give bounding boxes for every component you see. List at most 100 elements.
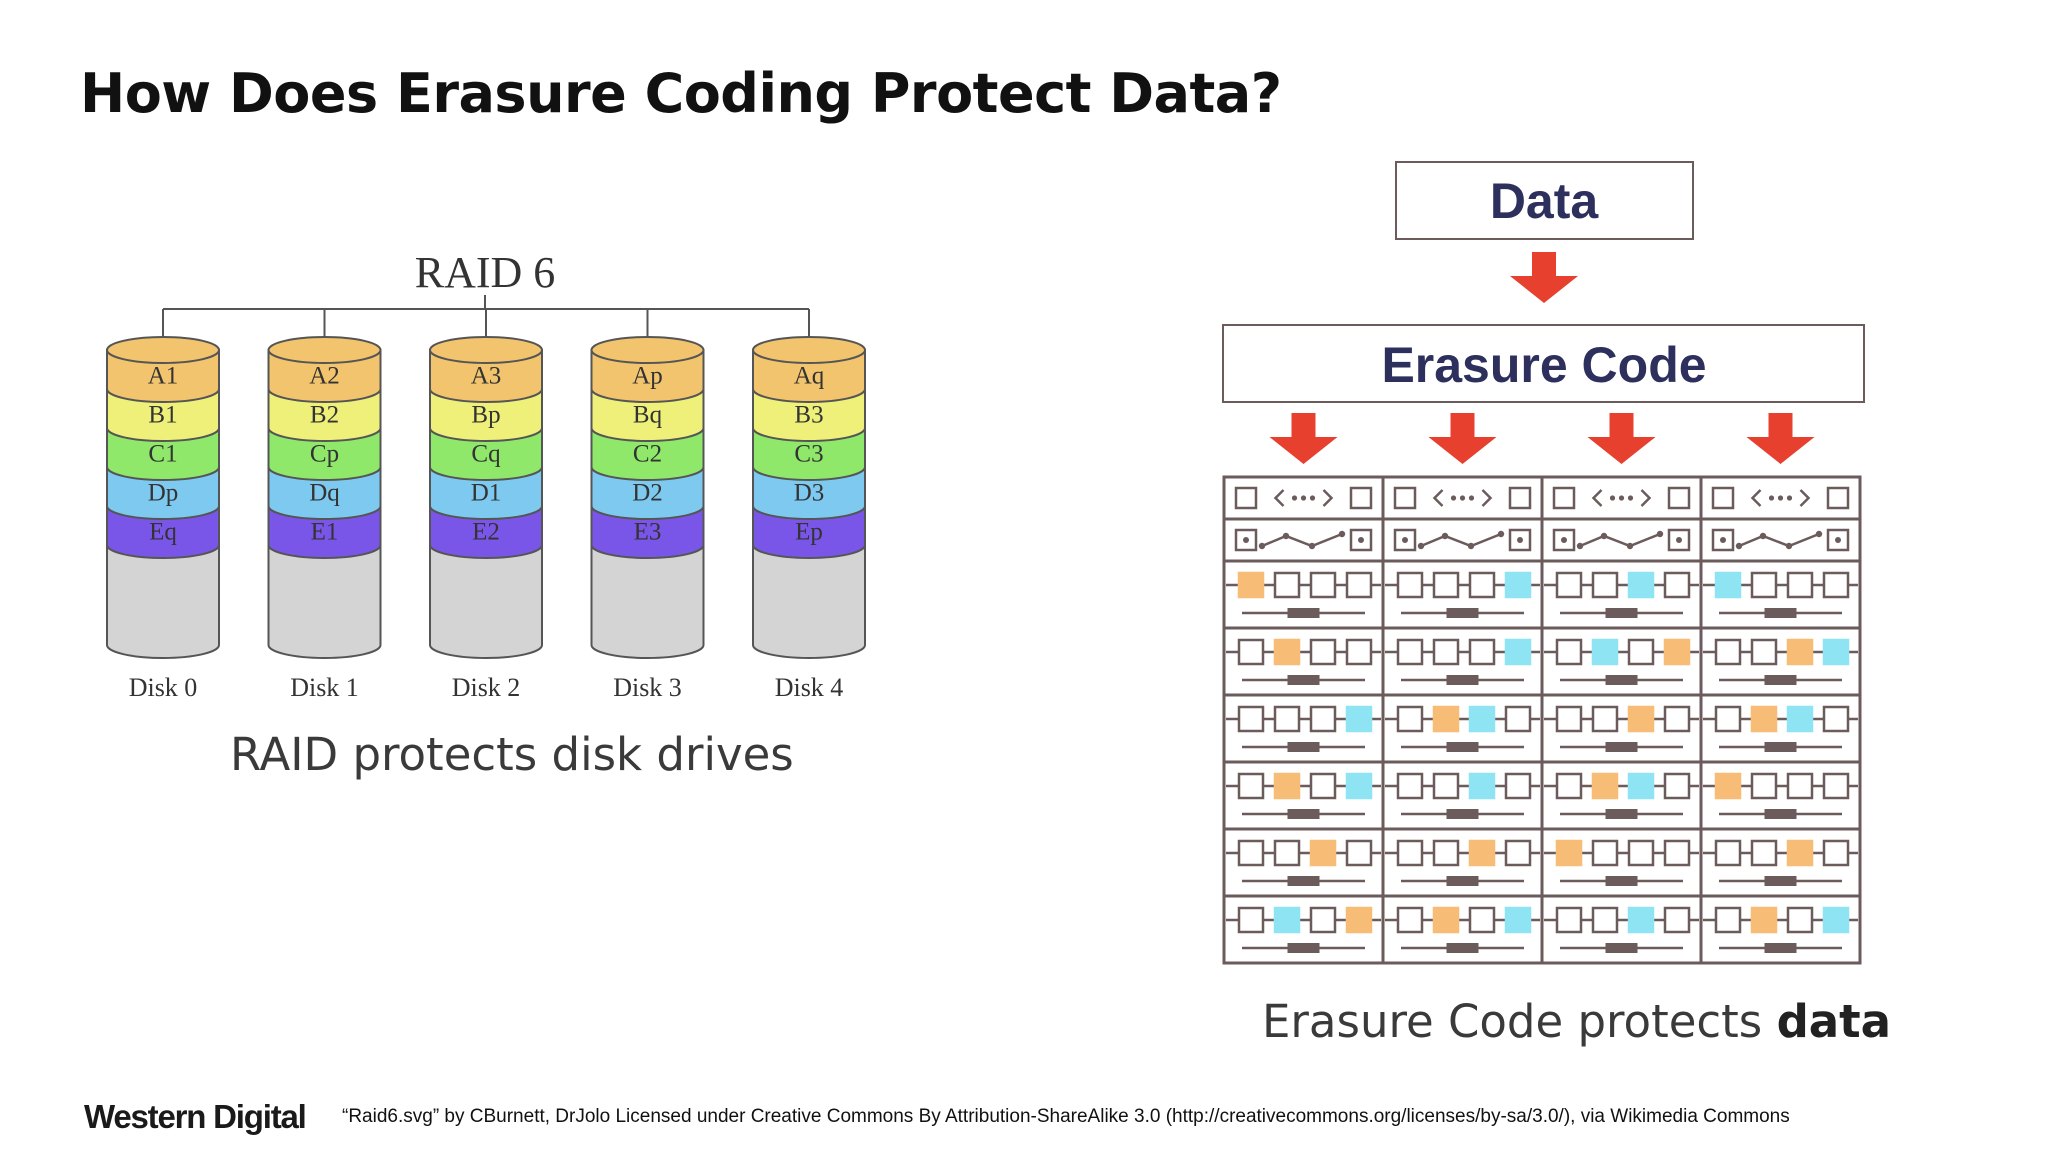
dot-icon [1777, 495, 1784, 501]
dot-icon [1735, 542, 1743, 550]
empty-slot [1468, 638, 1496, 666]
rack-unit [1226, 839, 1381, 886]
dot-icon [1759, 532, 1767, 540]
port-icon [1234, 528, 1258, 552]
data-fragment [1750, 705, 1778, 733]
empty-slot [1591, 571, 1619, 599]
western-digital-logo: Western Digital [84, 1098, 307, 1135]
raid-block [590, 505, 705, 559]
empty-slot [1468, 571, 1496, 599]
empty-slot [1309, 638, 1337, 666]
handle-bar [1446, 742, 1479, 752]
empty-slot [1786, 571, 1814, 599]
port-icon [1667, 528, 1691, 552]
empty-slot [1591, 705, 1619, 733]
handle-bar [1287, 809, 1320, 819]
handle-bar [1764, 742, 1797, 752]
data-label: Data [1490, 173, 1600, 229]
handle-bar [1764, 675, 1797, 685]
empty-slot [1591, 839, 1619, 867]
rack-unit [1711, 528, 1850, 552]
dot-icon [1338, 530, 1346, 538]
parity-fragment [1714, 571, 1742, 599]
port-icon [1711, 486, 1735, 510]
empty-slot [1663, 571, 1691, 599]
fragment-arrows [1269, 413, 1815, 464]
empty-slot [1555, 571, 1583, 599]
rack-unit [1544, 571, 1699, 618]
parity-fragment [1504, 906, 1532, 934]
slide-title: How Does Erasure Coding Protect Data? [80, 62, 1282, 125]
data-fragment [1627, 705, 1655, 733]
activity-line-icon [1420, 532, 1502, 548]
raid-disk-cap [429, 336, 543, 364]
dot-icon [1600, 532, 1608, 540]
empty-slot [1273, 839, 1301, 867]
raid-block [590, 349, 705, 403]
raid-block-label: Cp [310, 441, 339, 468]
dot-icon [1450, 495, 1457, 501]
raid-title: RAID 6 [415, 248, 556, 297]
rack-unit [1226, 571, 1381, 618]
raid-disk-label: Disk 4 [775, 673, 844, 702]
raid-block [106, 427, 220, 481]
empty-slot [1822, 772, 1850, 800]
port-icon [1826, 486, 1850, 510]
raid-block [590, 388, 705, 442]
raid-block [267, 349, 382, 403]
empty-slot [1396, 705, 1424, 733]
raid-block-label: Cq [471, 441, 501, 468]
empty-slot [1822, 839, 1850, 867]
down-arrow-icon [1428, 413, 1497, 464]
raid-block-label: D1 [471, 480, 502, 507]
handle-bar [1446, 943, 1479, 953]
port-icon [1508, 486, 1532, 510]
empty-slot [1627, 839, 1655, 867]
raid-block [106, 349, 220, 403]
rack-unit [1385, 906, 1540, 953]
down-arrow-icon [1269, 413, 1338, 464]
raid-block [752, 427, 866, 481]
port-icon [1393, 528, 1417, 552]
raid-block [429, 388, 543, 442]
empty-slot [1345, 839, 1373, 867]
empty-slot [1396, 906, 1424, 934]
activity-line-icon [1738, 532, 1820, 548]
raid-disk-body [106, 544, 220, 659]
raid-block-label: Bp [471, 402, 500, 429]
down-arrow-icon [1510, 252, 1578, 303]
data-fragment [1432, 705, 1460, 733]
port-icon [1667, 486, 1691, 510]
dot-icon [1785, 542, 1793, 550]
parity-fragment [1273, 906, 1301, 934]
dot-icon [1308, 542, 1316, 550]
raid-block-label: Ep [795, 519, 823, 546]
dot-icon [1468, 495, 1475, 501]
down-arrow-icon [1510, 252, 1578, 303]
rack-unit [1393, 528, 1532, 552]
empty-slot [1555, 705, 1583, 733]
empty-slot [1714, 839, 1742, 867]
handle-bar [1287, 876, 1320, 886]
port-icon [1234, 486, 1258, 510]
raid-disk-body [590, 544, 705, 659]
empty-slot [1309, 705, 1337, 733]
dot-icon [1467, 542, 1475, 550]
dot-icon [1676, 537, 1682, 543]
data-fragment [1468, 839, 1496, 867]
erasure-caption-text: Erasure Code protects [1262, 995, 1777, 1048]
parity-fragment [1468, 705, 1496, 733]
empty-slot [1432, 638, 1460, 666]
raid-block-label: E3 [634, 519, 662, 546]
port-icon [1349, 528, 1373, 552]
raid-block-label: A1 [148, 363, 179, 390]
dot-icon [1815, 530, 1823, 538]
data-fragment [1273, 772, 1301, 800]
dot-icon [1417, 542, 1425, 550]
empty-slot [1396, 571, 1424, 599]
empty-slot [1714, 705, 1742, 733]
erasure-code-box [1222, 324, 1865, 403]
dot-icon [1300, 495, 1307, 501]
empty-slot [1822, 705, 1850, 733]
